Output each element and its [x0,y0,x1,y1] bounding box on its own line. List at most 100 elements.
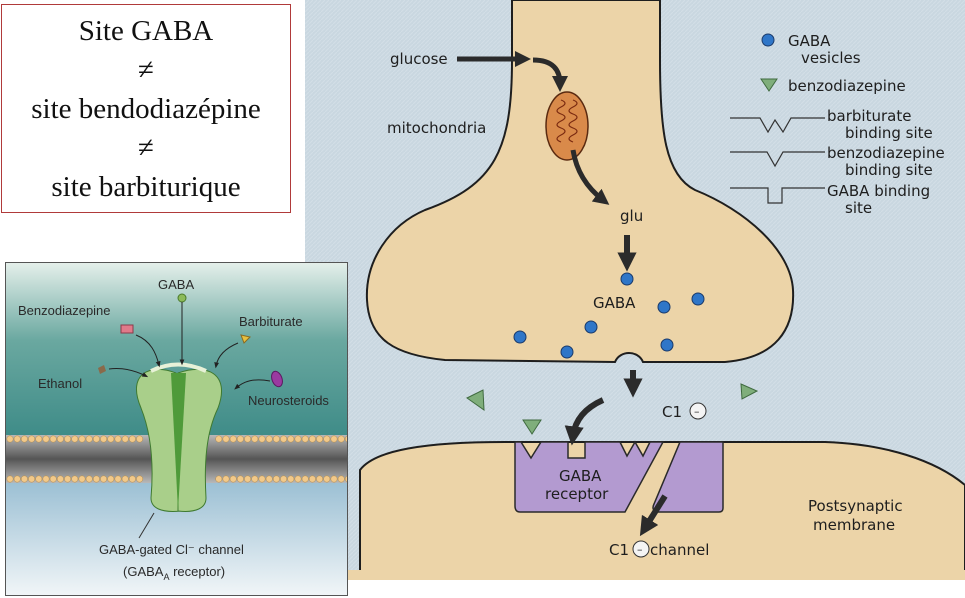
lipid-head [272,475,280,483]
lipid-head [114,475,122,483]
gaba-vesicle [584,320,598,334]
lipid-head [85,475,93,483]
svg-text:binding site: binding site [845,124,933,142]
lipid-head [330,435,338,443]
gaba-vesicle [513,330,527,344]
line-site-benzodiazepine: site bendodiazépine [31,93,261,125]
gaba-vesicle [660,338,674,352]
arrow-to-glu [570,149,610,205]
lipid-head [222,435,230,443]
lipid-head [301,475,309,483]
svg-text:–: – [637,543,643,556]
lipid-head [294,435,302,443]
lipid-head [128,435,136,443]
lipid-head [28,475,36,483]
lipid-head [100,435,108,443]
lipid-head [280,475,288,483]
label-glucose: glucose [390,50,448,68]
line-site-barbiturique: site barbiturique [51,171,241,203]
lipid-head [337,475,345,483]
legend-benzodiazepine-site-icon [730,151,825,168]
gaba-receptor-right [652,441,724,513]
ethanol-ligand-icon [98,365,106,374]
lipid-head [344,475,347,483]
lipid-head [222,475,230,483]
legend: GABA vesicles benzodiazepine barbiturate… [730,32,945,217]
lipid-head [107,475,115,483]
lipid-head [265,435,273,443]
lipid-head [272,435,280,443]
gaba-vesicle [657,300,671,314]
lipid-head [136,475,144,483]
gaba-a-receptor-diagram: GABA Benzodiazepine Barbiturate Ethanol … [5,262,348,596]
lipid-head [78,435,86,443]
lipid-head [13,435,21,443]
lipid-head [49,435,57,443]
lipid-head [229,435,237,443]
not-equal-sign-1: ≠ [138,54,154,86]
neurosteroid-ligand-icon [271,370,283,388]
lipid-head [244,475,252,483]
gaba-ligand-icon [177,293,187,303]
lipid-head [121,475,129,483]
lipid-head [35,435,43,443]
gaba-a-channel [135,362,223,512]
lipid-head [56,435,64,443]
caption-line-2: (GABAA receptor) [123,564,225,582]
label-receptor-1: GABA [559,467,602,485]
lipid-head [42,475,50,483]
legend-barbiturate-site-icon [730,117,825,134]
label-cl-ion: C1 [662,403,682,421]
gaba-receptor [514,440,665,513]
lipid-head [136,435,144,443]
lipid-head [71,475,79,483]
lipid-head [35,475,43,483]
chloride-ion-icon [689,402,707,420]
lipid-head [251,475,259,483]
benzodiazepine-triangle [740,383,759,400]
svg-text:site: site [845,199,872,217]
lipid-head [280,435,288,443]
lipid-head [236,435,244,443]
legend-benzodiazepine-icon [760,78,778,92]
label-ethanol: Ethanol [38,376,82,391]
lipid-head [251,435,259,443]
label-postsynaptic-1: Postsynaptic [808,497,903,515]
lipid-head [287,435,295,443]
caption-line-1: GABA-gated Cl⁻ channel [99,542,244,557]
lipid-head [56,475,64,483]
svg-text:GABA: GABA [788,32,831,50]
synapse-diagram: glucose mitochondria glu GABA C1 – GABA … [305,0,965,580]
mitochondrion-icon [545,91,589,161]
chloride-ion-icon [632,540,650,558]
lipid-head [107,435,115,443]
svg-text:GABA binding: GABA binding [827,182,930,200]
lipid-head [92,475,100,483]
lipid-head [323,435,331,443]
lipid-head [20,475,28,483]
lipid-head [64,435,72,443]
lipid-head [42,435,50,443]
svg-text:barbiturate: barbiturate [827,107,911,125]
lipid-head [308,435,316,443]
label-gaba: GABA [593,294,636,312]
gaba-vesicles [513,272,705,359]
label-channel-cl: C1 [609,541,629,559]
svg-text:benzodiazepine: benzodiazepine [788,77,906,95]
lipid-head [13,475,21,483]
lipid-head [287,475,295,483]
site-comparison-box: Site GABA ≠ site bendodiazépine ≠ site b… [1,4,291,213]
label-benzodiazepine: Benzodiazepine [18,303,111,318]
lipid-head [229,475,237,483]
svg-text:vesicles: vesicles [801,49,861,67]
legend-gaba-site-icon [730,187,825,204]
gaba-vesicle [691,292,705,306]
lipid-head [215,435,223,443]
not-equal-sign-2: ≠ [138,132,154,164]
svg-text:binding site: binding site [845,161,933,179]
lipid-head [128,475,136,483]
lipid-head [20,435,28,443]
lipid-head [85,435,93,443]
benzodiazepine-triangle [466,389,485,412]
barbiturate-ligand-icon [240,334,251,344]
